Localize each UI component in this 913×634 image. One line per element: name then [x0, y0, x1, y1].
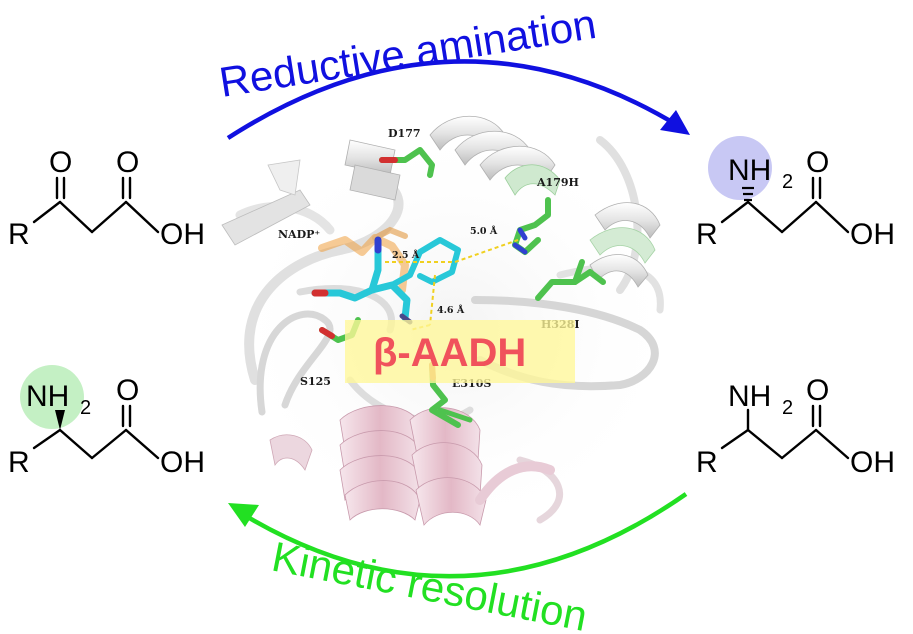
residue-d177-label: D177: [388, 127, 421, 140]
product-left-nh-subscript: 2: [80, 397, 91, 419]
racemate-r: R: [696, 446, 718, 479]
product-top-oh: OH: [850, 218, 895, 251]
product-left-oh: OH: [160, 446, 205, 479]
distance-label-1: 2.5 Å: [392, 249, 420, 261]
racemate-oh: OH: [850, 446, 895, 479]
product-top-r: R: [696, 218, 718, 251]
racemate-nh: NH: [728, 380, 771, 413]
racemic-amino-acid-structure: [720, 404, 850, 460]
kinetic-resolution-label: Kinetic resolution: [268, 533, 591, 634]
reductive-amination-label: Reductive amination: [216, 0, 599, 106]
kinetic-resolution-arrow: [228, 492, 688, 579]
reductive-amination-arrow: [226, 59, 690, 140]
amine-highlight-blue: [708, 136, 772, 200]
beta-amino-acid-top-structure: [720, 176, 850, 234]
beta-keto-acid-structure: [32, 176, 160, 234]
product-top-o: O: [806, 146, 829, 179]
product-top-nh: NH: [728, 154, 771, 187]
distance-label-3: 4.6 Å: [437, 304, 465, 316]
product-left-nh: NH: [26, 380, 69, 413]
product-left-o: O: [116, 374, 139, 407]
racemate-nh-subscript: 2: [782, 397, 793, 419]
racemate-o: O: [806, 374, 829, 407]
product-top-nh-subscript: 2: [782, 171, 793, 193]
cofactor-nadp-label: NADP⁺: [278, 228, 320, 241]
distance-label-2: 5.0 Å: [470, 225, 498, 237]
residue-s125-label: S125: [300, 375, 331, 388]
enzyme-label: β-AADH: [373, 331, 526, 375]
hashed-bond: [742, 186, 754, 202]
keto-acid-ketone-o: O: [49, 146, 72, 179]
amine-highlight-green: [20, 365, 84, 429]
wedge-bond: [55, 410, 65, 430]
enzyme-label-box: [345, 320, 575, 383]
residue-a179h-label: A179H: [536, 176, 579, 189]
product-left-r: R: [8, 446, 30, 479]
keto-acid-r: R: [8, 218, 30, 251]
beta-amino-acid-left-structure: [32, 404, 160, 460]
keto-acid-carbonyl-o: O: [116, 146, 139, 179]
keto-acid-oh: OH: [160, 218, 205, 251]
